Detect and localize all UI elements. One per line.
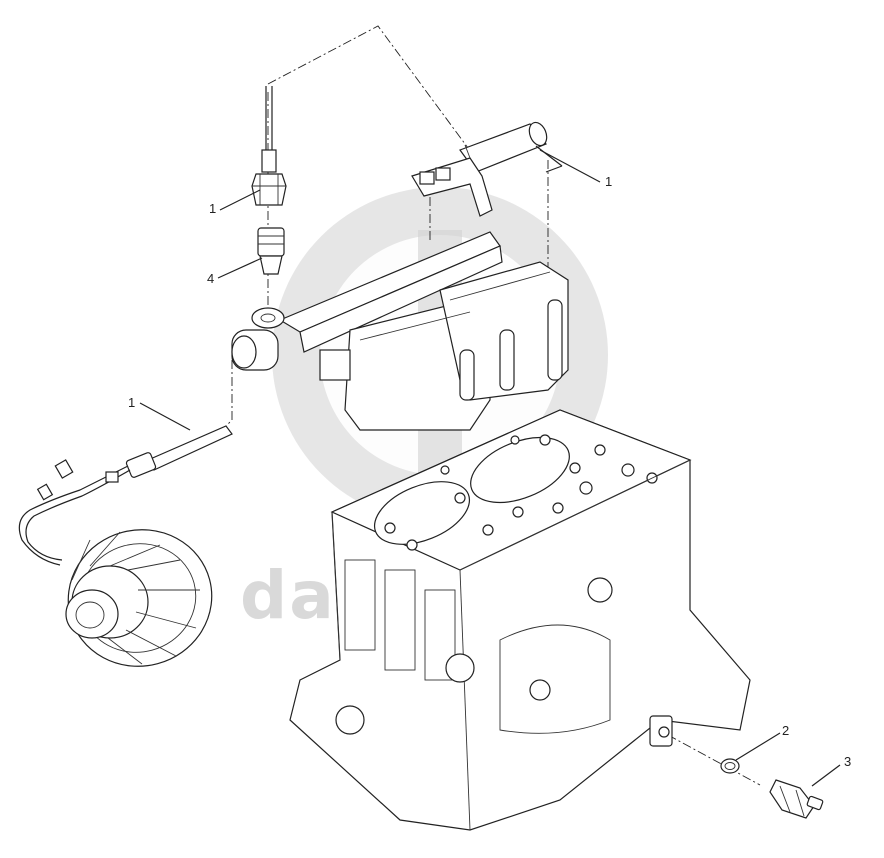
callout-1-harness: 1 <box>128 395 135 410</box>
engine-block <box>289 409 751 831</box>
wiring-harness[interactable] <box>18 425 233 566</box>
callout-4-adapter: 4 <box>207 271 214 286</box>
callout-1-sensor: 1 <box>209 201 216 216</box>
flywheel <box>65 529 213 667</box>
leader-lines <box>139 149 841 787</box>
oil-pressure-switch[interactable] <box>769 779 824 819</box>
sealing-washer[interactable] <box>720 758 740 774</box>
temperature-sensor[interactable] <box>251 86 287 206</box>
solenoid-valve[interactable] <box>411 120 563 217</box>
callout-3-switch: 3 <box>844 754 851 769</box>
callouts: 1 4 1 1 2 3 <box>128 174 851 769</box>
callout-2-washer: 2 <box>782 723 789 738</box>
sensor-adapter[interactable] <box>257 227 285 275</box>
callout-1-valve: 1 <box>605 174 612 189</box>
injection-pump-assembly <box>231 231 569 431</box>
